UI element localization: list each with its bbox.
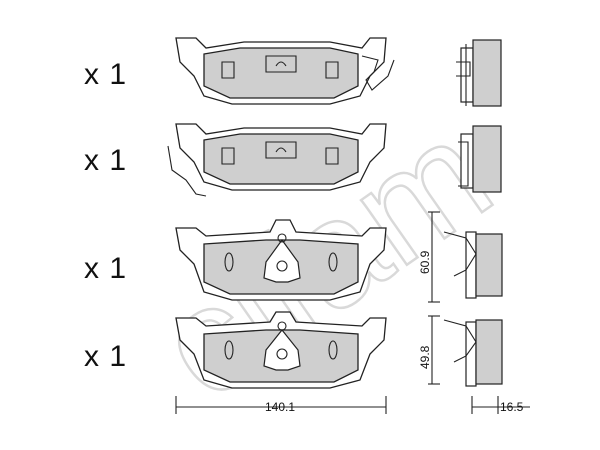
quantity-label-4: x 1 <box>84 340 128 373</box>
dimension-width-label: 140.1 <box>265 400 295 414</box>
pad-front-view-4 <box>175 311 387 389</box>
quantity-label-3: x 1 <box>84 252 128 285</box>
dimension-width: 140.1 <box>175 396 387 414</box>
dimension-height-bottom-label: 49.8 <box>418 345 432 369</box>
dimension-thickness-label: 16.5 <box>500 400 524 414</box>
dimension-height-top: 60.9 <box>418 211 440 303</box>
pad-side-view-1 <box>456 39 502 107</box>
dimension-height-bottom: 49.8 <box>418 315 440 385</box>
pad-front-view-2 <box>167 123 387 197</box>
dimension-height-top-label: 60.9 <box>418 250 432 274</box>
pad-side-view-4 <box>443 319 503 387</box>
pad-front-view-3 <box>175 219 387 301</box>
pad-side-view-3 <box>443 231 503 299</box>
quantity-label-2: x 1 <box>84 144 128 177</box>
pad-side-view-2 <box>458 125 502 193</box>
pad-front-view-1 <box>175 37 395 105</box>
dimension-thickness: 16.5 <box>471 396 530 414</box>
quantity-label-1: x 1 <box>84 58 128 91</box>
